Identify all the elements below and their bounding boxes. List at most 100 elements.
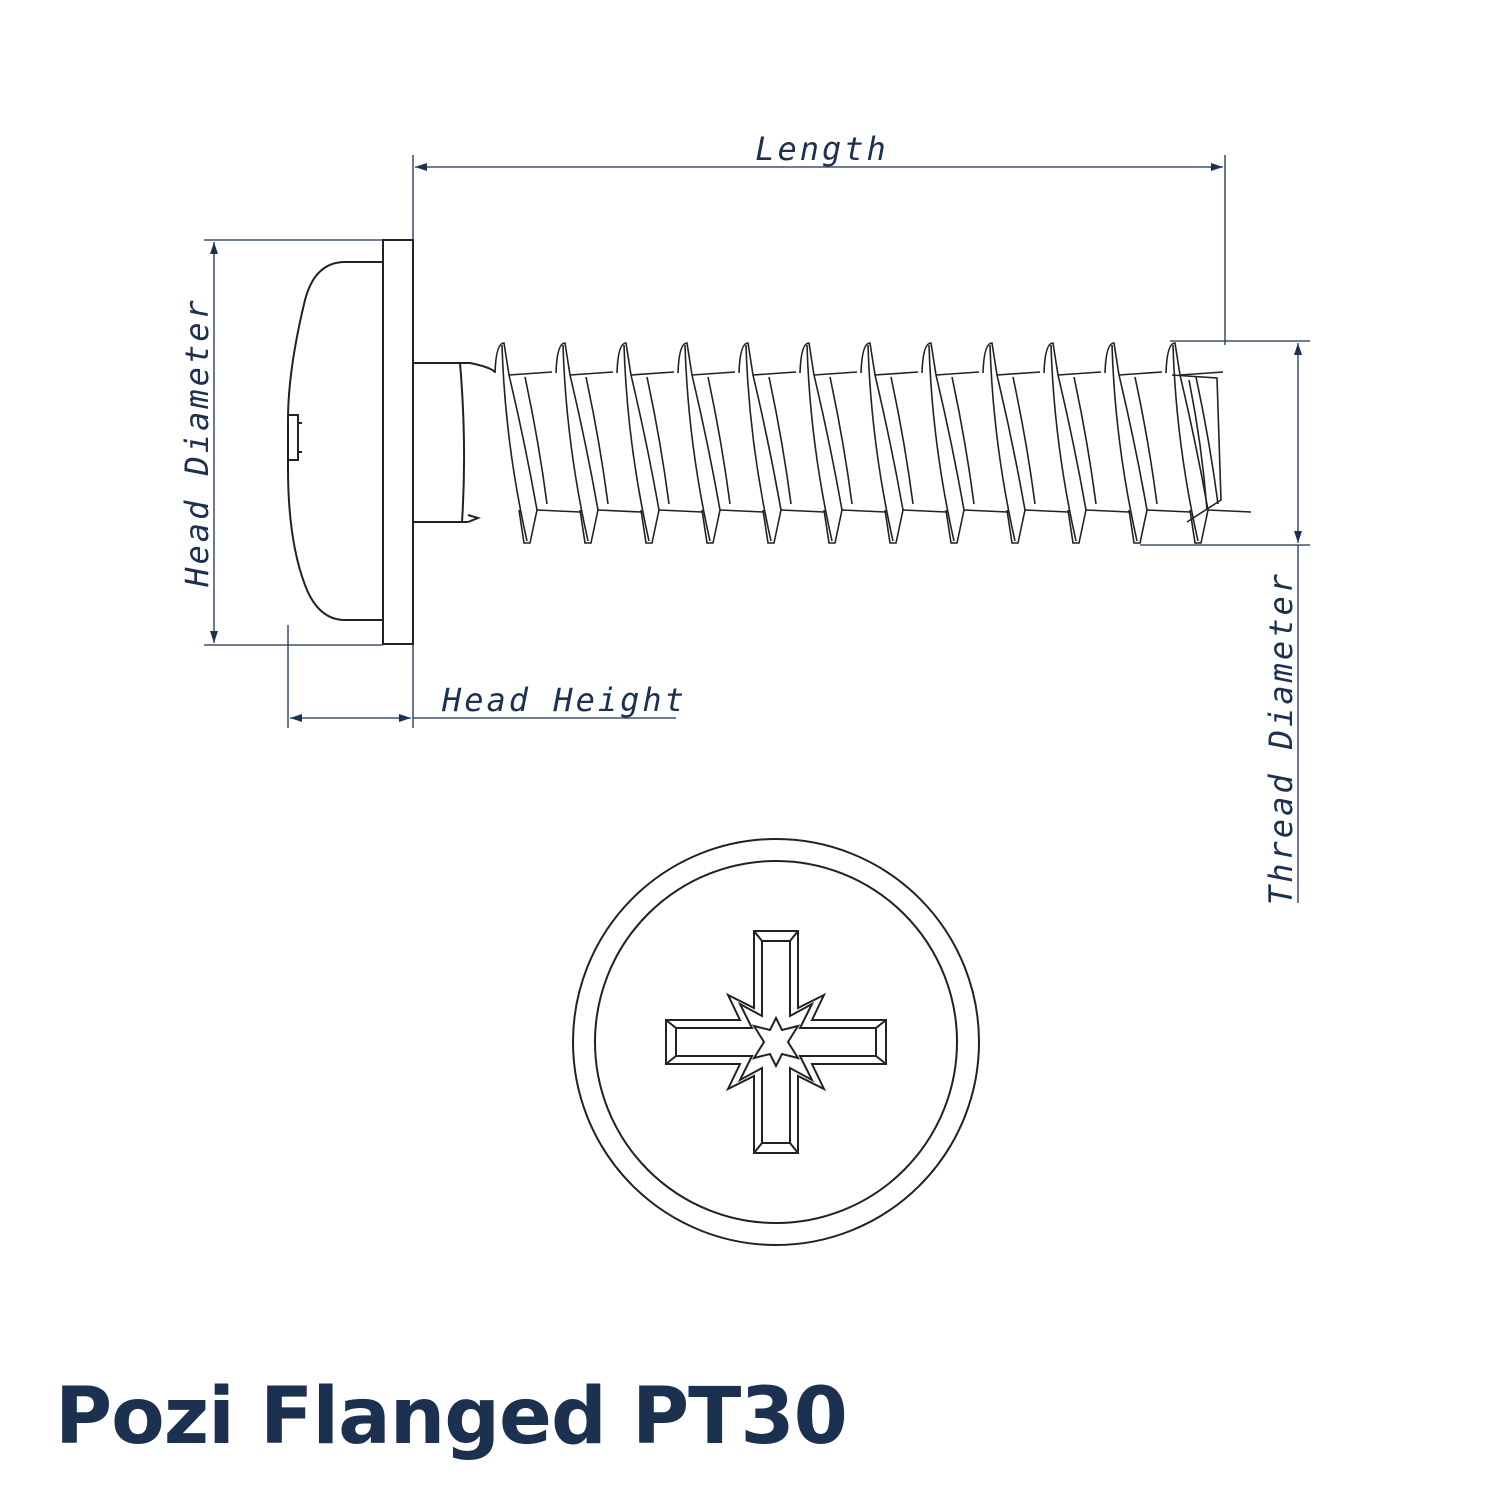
thread-segment bbox=[1067, 509, 1087, 544]
flange-outer-circle bbox=[572, 838, 980, 1246]
thread-segment bbox=[1111, 344, 1138, 542]
thread-segment bbox=[799, 342, 815, 376]
screw-flange bbox=[382, 239, 414, 645]
thread-segment bbox=[585, 376, 609, 505]
thread-segment bbox=[752, 371, 797, 376]
thread-segment bbox=[646, 376, 670, 505]
thread-segment bbox=[719, 509, 764, 513]
pozi-recess-icon bbox=[665, 930, 887, 1154]
thread-segment bbox=[597, 509, 642, 513]
head-diameter-label: Head Diameter bbox=[178, 297, 216, 587]
thread-segment bbox=[691, 374, 721, 511]
thread-segment bbox=[813, 374, 843, 511]
thread-segment bbox=[1128, 509, 1148, 544]
thread-segment bbox=[1050, 344, 1077, 542]
thread-segment bbox=[684, 344, 711, 542]
thread-segment bbox=[806, 344, 833, 542]
thread-segment bbox=[752, 374, 782, 511]
thread-segment bbox=[1118, 371, 1163, 376]
thread-segment bbox=[1085, 509, 1130, 513]
thread-segment bbox=[945, 509, 965, 544]
thread-segment bbox=[745, 344, 772, 542]
product-title: Pozi Flanged PT30 bbox=[55, 1372, 848, 1462]
thread-segment bbox=[813, 371, 858, 376]
screw-top-view bbox=[572, 838, 980, 1246]
thread-segment bbox=[884, 509, 904, 544]
thread-segment bbox=[630, 374, 660, 511]
thread-segment bbox=[677, 342, 693, 376]
thread-segment bbox=[1207, 509, 1252, 513]
thread-segment bbox=[1195, 376, 1219, 505]
thread-segment bbox=[569, 371, 614, 376]
thread-segment bbox=[738, 342, 754, 376]
screw-head-dome bbox=[287, 261, 383, 621]
thread-segment bbox=[701, 509, 721, 544]
dimension-lines bbox=[204, 155, 1310, 903]
thread-segment bbox=[1134, 376, 1158, 505]
thread-segment bbox=[518, 509, 538, 544]
thread-segment bbox=[1189, 509, 1209, 544]
thread-segment bbox=[494, 342, 510, 376]
thread-segment bbox=[762, 509, 782, 544]
thread-segment bbox=[935, 374, 965, 511]
thread-segment bbox=[658, 509, 703, 513]
dimension-labels: Length Head Diameter Head Height Thread … bbox=[178, 130, 1300, 905]
thread-segment bbox=[1043, 342, 1059, 376]
thread-segment bbox=[1057, 371, 1102, 376]
thread-segment bbox=[536, 509, 581, 513]
thread-segment bbox=[996, 371, 1041, 376]
thread-segment bbox=[1165, 342, 1181, 376]
thread-segment bbox=[508, 371, 553, 376]
thread-segment bbox=[630, 371, 675, 376]
screw-threads bbox=[494, 342, 1252, 544]
thread-segment bbox=[780, 509, 825, 513]
thread-segment bbox=[951, 376, 975, 505]
thread-segment bbox=[874, 374, 904, 511]
thread-segment bbox=[524, 376, 548, 505]
thread-segment bbox=[935, 371, 980, 376]
thread-segment bbox=[1104, 342, 1120, 376]
thread-segment bbox=[623, 344, 650, 542]
thread-segment bbox=[707, 376, 731, 505]
thread-segment bbox=[982, 342, 998, 376]
thread-segment bbox=[996, 374, 1026, 511]
thread-segment bbox=[640, 509, 660, 544]
thread-segment bbox=[902, 509, 947, 513]
thread-segment bbox=[1146, 509, 1191, 513]
thread-segment bbox=[616, 342, 632, 376]
thread-segment bbox=[963, 509, 1008, 513]
thread-segment bbox=[508, 374, 538, 511]
head-height-label: Head Height bbox=[441, 681, 687, 719]
thread-segment bbox=[921, 342, 937, 376]
thread-segment bbox=[1012, 376, 1036, 505]
thread-segment bbox=[1057, 374, 1087, 511]
length-label: Length bbox=[755, 130, 889, 168]
thread-segment bbox=[928, 344, 955, 542]
thread-segment bbox=[823, 509, 843, 544]
thread-segment bbox=[569, 374, 599, 511]
thread-segment bbox=[1171, 374, 1222, 523]
thread-segment bbox=[555, 342, 571, 376]
head-recess bbox=[288, 414, 299, 461]
thread-segment bbox=[890, 376, 914, 505]
thread-segment bbox=[1118, 374, 1148, 511]
thread-segment bbox=[1179, 371, 1224, 376]
thread-segment bbox=[1179, 374, 1209, 511]
screw-neck bbox=[413, 362, 496, 373]
thread-segment bbox=[860, 342, 876, 376]
thread-segment bbox=[989, 344, 1016, 542]
thread-segment bbox=[829, 376, 853, 505]
thread-segment bbox=[691, 371, 736, 376]
thread-segment bbox=[1024, 509, 1069, 513]
thread-segment bbox=[1006, 509, 1026, 544]
head-inner-circle bbox=[594, 860, 958, 1224]
thread-segment bbox=[1073, 376, 1097, 505]
thread-segment bbox=[562, 344, 589, 542]
thread-segment bbox=[1188, 379, 1208, 511]
thread-segment bbox=[841, 509, 886, 513]
thread-segment bbox=[768, 376, 792, 505]
thread-segment bbox=[1172, 344, 1199, 542]
thread-segment bbox=[501, 344, 528, 542]
